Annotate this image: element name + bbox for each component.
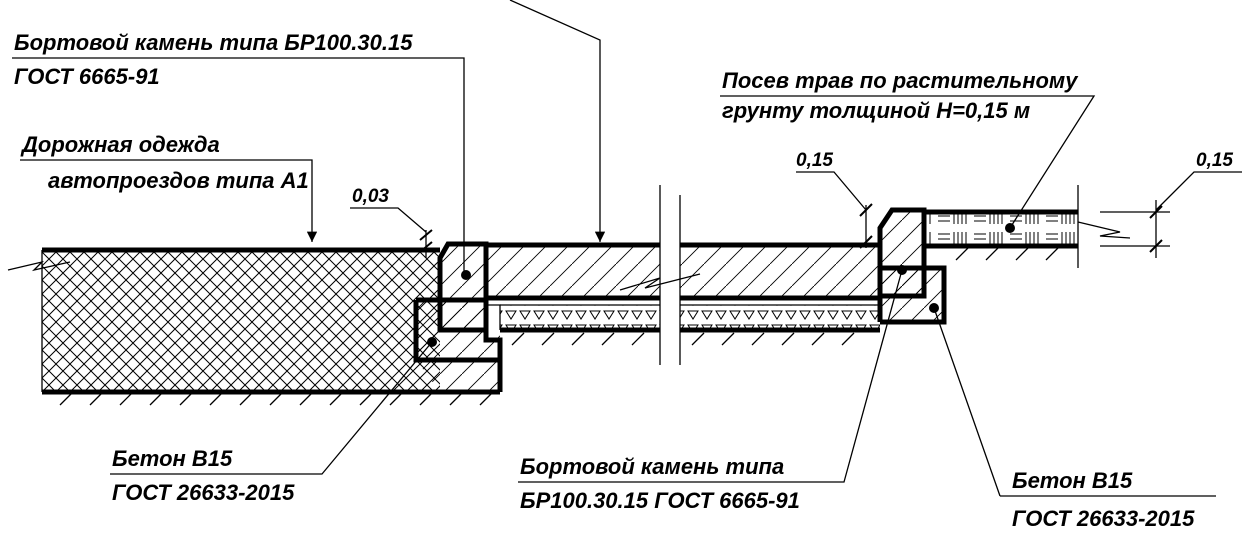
label-curb-top-line1: Бортовой камень типа БР100.30.15	[14, 30, 413, 55]
sidewalk-left-part	[485, 242, 660, 346]
leader-curb-bottom	[518, 269, 903, 483]
dimension-003	[350, 207, 433, 258]
leader-grass	[720, 95, 1096, 233]
dimension-015-right	[1100, 171, 1242, 258]
dim-label-015-left: 0,15	[796, 150, 833, 171]
dimension-015-left	[796, 171, 873, 249]
leader-curb-top	[12, 57, 465, 275]
leader-concrete-left	[110, 341, 433, 475]
label-curb-top-line2: ГОСТ 6665-91	[14, 64, 160, 89]
label-pavement-line1: Дорожная одежда	[20, 132, 220, 157]
label-concrete-right-line1: Бетон В15	[1012, 468, 1133, 493]
label-concrete-left-line2: ГОСТ 26633-2015	[112, 480, 295, 505]
label-curb-bottom-line2: БР100.30.15 ГОСТ 6665-91	[520, 488, 800, 513]
label-pavement-line2: автопроездов типа А1	[48, 168, 309, 193]
ground-hatch-left	[59, 392, 493, 406]
road-pavement	[7, 247, 500, 395]
grass-layer	[924, 185, 1131, 268]
label-concrete-left-line1: Бетон В15	[112, 446, 233, 471]
dim-label-015-right: 0,15	[1196, 150, 1233, 171]
sidewalk-right-part	[680, 242, 880, 346]
label-grass-line2: грунту толщиной H=0,15 м	[722, 98, 1030, 123]
leader-pavement	[20, 159, 318, 242]
label-curb-bottom-line1: Бортовой камень типа	[520, 454, 784, 479]
dim-label-003: 0,03	[352, 186, 389, 207]
right-curb-assembly	[877, 207, 947, 325]
leader-sidewalk-top	[509, 0, 606, 242]
leader-concrete-right	[933, 307, 1216, 497]
label-concrete-right-line2: ГОСТ 26633-2015	[1012, 506, 1195, 531]
label-grass-line1: Посев трав по растительному	[722, 68, 1079, 93]
